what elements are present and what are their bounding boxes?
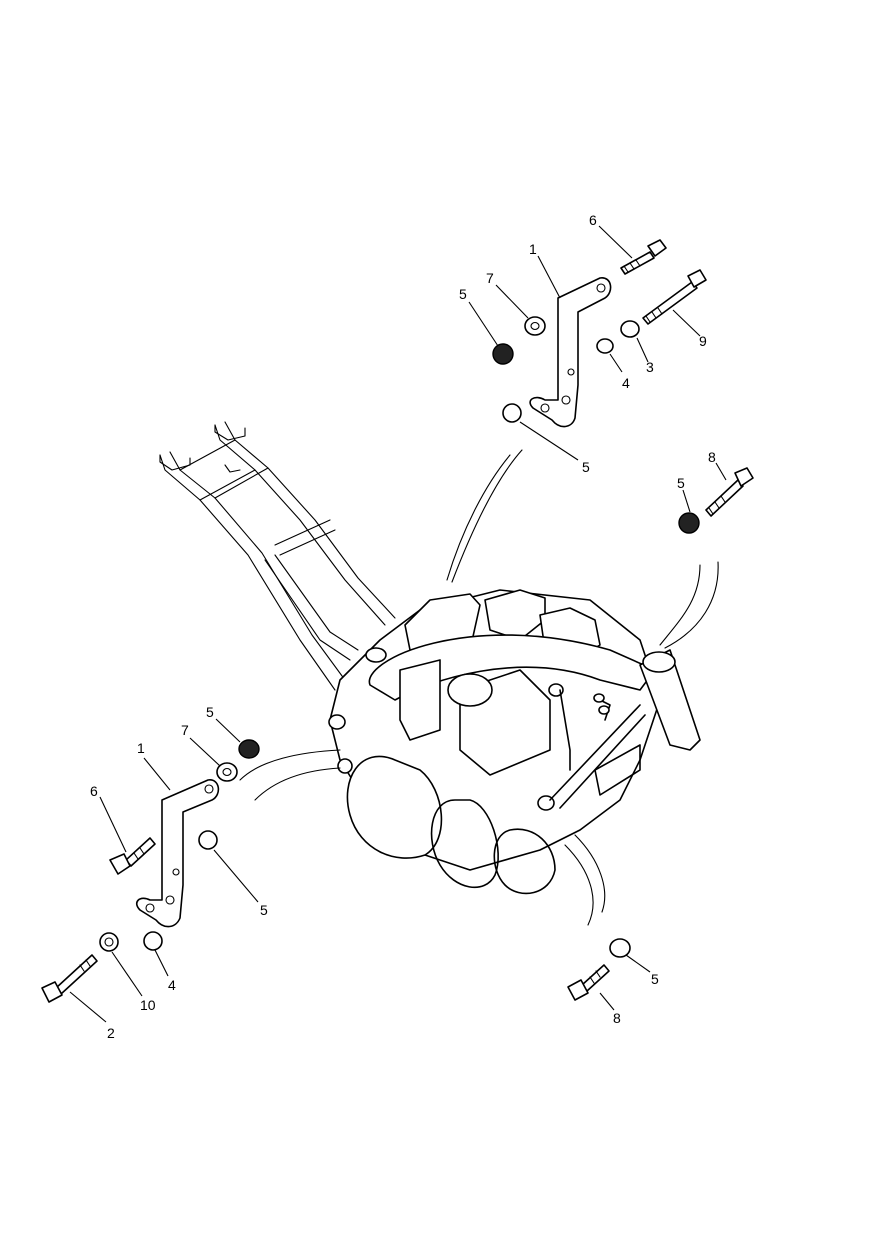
callout-5-lower-right: 5 [651,971,659,987]
upper-bolt-9 [642,281,698,325]
callout-7-lower: 7 [181,722,189,738]
lower-bolt-2 [55,954,98,995]
callout-6-upper: 6 [589,212,597,228]
upper-nut-5b [502,403,522,423]
lower-spacer-4 [143,931,163,951]
callout-10: 10 [140,997,156,1013]
lower-bracket-assembly [41,739,631,1003]
leader-lines [69,225,727,1023]
lower-nut-5a [238,739,260,759]
callout-1-upper: 1 [529,241,537,257]
upper-bracket-assembly [492,239,754,534]
right-lower-bolt-8 [581,964,610,992]
callout-5-lower-bracket: 5 [260,902,268,918]
callout-2: 2 [107,1025,115,1041]
right-bolt-8 [705,479,744,517]
upper-washer-7 [524,316,546,336]
upper-mounting-bracket [529,277,612,428]
right-lower-nut-5 [609,938,631,958]
callout-5-upper-left: 5 [459,286,467,302]
right-nut-5 [678,512,700,534]
callout-5-lower-top: 5 [206,704,214,720]
callout-labels: 1 1 2 3 4 4 5 5 5 5 5 5 6 6 7 7 8 8 9 10 [90,212,716,1041]
lower-bolt-6 [125,837,156,867]
callout-5-right: 5 [677,475,685,491]
callout-3: 3 [646,359,654,375]
lower-washer-7 [216,762,238,782]
upper-bushing-3 [620,320,640,338]
callout-7-upper: 7 [486,270,494,286]
lower-nut-5b [198,830,218,850]
upper-nut-5a [492,343,514,365]
callout-8-lower: 8 [613,1010,621,1026]
callout-9: 9 [699,333,707,349]
callout-1-lower: 1 [137,740,145,756]
callout-8-right: 8 [708,449,716,465]
upper-spacer-4 [596,338,614,354]
frame-subframe [159,421,396,691]
callout-4-upper: 4 [622,375,630,391]
callout-5-upper-bracket: 5 [582,459,590,475]
assembly-curves [239,449,719,926]
lower-mounting-bracket [135,779,220,928]
callout-4-lower: 4 [168,977,176,993]
engine-block [328,589,701,895]
lower-washer-10 [99,932,119,952]
callout-6-lower: 6 [90,783,98,799]
